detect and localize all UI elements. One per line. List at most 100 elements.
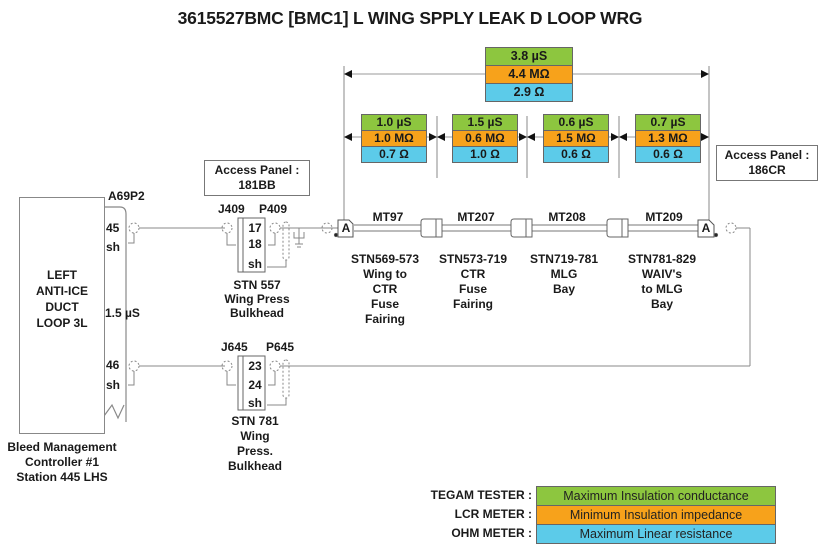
segment-name: MT97	[372, 210, 404, 224]
segment-desc-line: Wing to	[363, 267, 407, 281]
segment-name: MT209	[645, 210, 683, 224]
segment-desc-line: Bay	[650, 297, 673, 311]
upper-plug-label: P409	[259, 202, 288, 216]
segment-desc-line: CTR	[460, 267, 486, 281]
segment-name: MT207	[457, 210, 495, 224]
caption-line: STN 781	[231, 414, 279, 428]
segment-desc-line: WAIV's	[641, 267, 683, 281]
controller-name-line: LOOP 3L	[36, 316, 88, 330]
segment-conductance: 1.5 µS	[453, 115, 517, 131]
segment-desc-line: Fuse	[458, 282, 487, 296]
segment-location: STN719-781 MLG Bay	[522, 252, 606, 297]
segment-desc-line: Fuse	[370, 297, 399, 311]
controller-name-line: ANTI-ICE	[36, 284, 88, 298]
controller-conductance: 1.5 µS	[105, 306, 140, 320]
legend-impedance: Minimum Insulation impedance	[537, 506, 775, 525]
controller-name: LEFT ANTI-ICE DUCT LOOP 3L	[19, 267, 105, 331]
lower-pin-23: 23	[248, 359, 262, 373]
access-panel-186cr: Access Panel : 186CR	[716, 145, 818, 181]
segment-measurement-stack: 1.5 µS 0.6 MΩ 1.0 Ω	[452, 114, 518, 163]
segment-conductance: 0.6 µS	[544, 115, 608, 131]
segment-measurement-stack: 0.6 µS 1.5 MΩ 0.6 Ω	[543, 114, 609, 163]
segment-resistance: 1.0 Ω	[453, 147, 517, 162]
segment-name: MT208	[548, 210, 586, 224]
controller-pin-46: 46	[106, 358, 120, 372]
controller-pin-shield: sh	[106, 240, 121, 254]
segment-station: STN573-719	[438, 252, 508, 266]
segment-station: STN781-829	[627, 252, 697, 266]
controller-connector-label: A69P2	[108, 189, 145, 203]
lower-pin-shield: sh	[247, 396, 262, 410]
caption-line: Bulkhead	[227, 459, 282, 473]
caption-line: Wing	[240, 429, 270, 443]
total-impedance: 4.4 MΩ	[486, 66, 572, 84]
access-panel-label: Access Panel :	[214, 163, 300, 177]
access-panel-label: Access Panel :	[724, 148, 810, 162]
segment-location: STN569-573 Wing to CTR Fuse Fairing	[345, 252, 425, 327]
upper-pin-18: 18	[248, 237, 262, 251]
access-panel-id: 186CR	[748, 163, 786, 177]
segment-desc-line: Fairing	[364, 312, 405, 326]
total-measurement-stack: 3.8 µS 4.4 MΩ 2.9 Ω	[485, 47, 573, 102]
upper-pin-shield: sh	[247, 257, 262, 271]
segment-impedance: 1.3 MΩ	[636, 131, 700, 147]
lower-jack-label: J645	[221, 340, 248, 354]
segment-station: STN569-573	[350, 252, 420, 266]
terminal-a-left	[333, 219, 354, 238]
access-panel-181bb: Access Panel : 181BB	[204, 160, 310, 196]
segment-measurement-stack: 1.0 µS 1.0 MΩ 0.7 Ω	[361, 114, 427, 163]
controller-name-line: DUCT	[45, 300, 79, 314]
segment-desc-line: CTR	[372, 282, 398, 296]
segment-desc-line: MLG	[550, 267, 578, 281]
segment-impedance: 0.6 MΩ	[453, 131, 517, 147]
upper-jack-label: J409	[218, 202, 245, 216]
controller-box	[19, 197, 105, 434]
bulkhead-upper-connector	[237, 217, 266, 273]
lower-pin-24: 24	[248, 378, 262, 392]
controller-caption-line: Bleed Management	[7, 440, 117, 454]
controller-pin-shield: sh	[106, 378, 121, 392]
total-resistance: 2.9 Ω	[486, 84, 572, 101]
caption-line: Bulkhead	[229, 306, 284, 320]
terminal-a-right-label: A	[701, 221, 711, 235]
terminal-a-left-label: A	[341, 221, 351, 235]
segment-resistance: 0.6 Ω	[636, 147, 700, 162]
segment-desc-line: to MLG	[641, 282, 683, 296]
upper-bulkhead-caption: STN 557 Wing Press Bulkhead	[205, 278, 309, 320]
access-panel-id: 181BB	[238, 178, 276, 192]
segment-desc-line: Fairing	[452, 297, 493, 311]
diagram-title: 3615527BMC [BMC1] L WING SPPLY LEAK D LO…	[177, 8, 643, 28]
segment-conductance: 0.7 µS	[636, 115, 700, 131]
wire-lower	[128, 222, 751, 406]
segment-resistance: 0.6 Ω	[544, 147, 608, 162]
legend-instrument: LCR METER :	[454, 507, 532, 521]
inline-splices	[420, 218, 629, 238]
segment-location: STN781-829 WAIV's to MLG Bay	[620, 252, 704, 312]
segment-conductance: 1.0 µS	[362, 115, 426, 131]
caption-line: Press.	[236, 444, 274, 458]
legend-instrument: TEGAM TESTER :	[430, 488, 532, 502]
caption-line: STN 557	[233, 278, 281, 292]
controller-caption-line: Controller #1	[24, 455, 99, 469]
segment-measurement-stack: 0.7 µS 1.3 MΩ 0.6 Ω	[635, 114, 701, 163]
segment-resistance: 0.7 Ω	[362, 147, 426, 162]
controller-pin-45: 45	[106, 221, 120, 235]
terminal-a-right	[697, 219, 719, 238]
controller-caption: Bleed Management Controller #1 Station 4…	[0, 440, 124, 485]
segment-impedance: 1.0 MΩ	[362, 131, 426, 147]
lower-bulkhead-caption: STN 781 Wing Press. Bulkhead	[205, 414, 305, 474]
legend-box: Maximum Insulation conductance Minimum I…	[536, 486, 776, 544]
controller-caption-line: Station 445 LHS	[16, 470, 108, 484]
controller-name-line: LEFT	[47, 268, 77, 282]
segment-station: STN719-781	[529, 252, 599, 266]
bulkhead-lower-connector	[237, 355, 266, 411]
lower-plug-label: P645	[266, 340, 295, 354]
segment-location: STN573-719 CTR Fuse Fairing	[433, 252, 513, 312]
caption-line: Wing Press	[224, 292, 290, 306]
upper-pin-17: 17	[248, 221, 262, 235]
legend-instrument: OHM METER :	[451, 526, 532, 540]
segment-desc-line: Bay	[552, 282, 575, 296]
segment-impedance: 1.5 MΩ	[544, 131, 608, 147]
total-conductance: 3.8 µS	[486, 48, 572, 66]
legend-conductance: Maximum Insulation conductance	[537, 487, 775, 506]
